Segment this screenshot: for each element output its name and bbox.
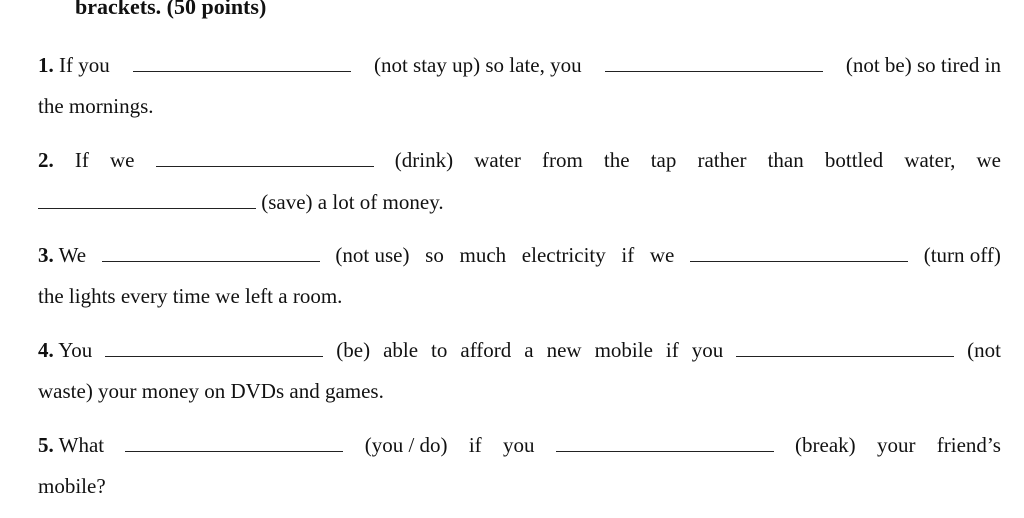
question-word: We: [58, 243, 87, 267]
question-word: What: [58, 433, 105, 457]
question-word: you: [502, 433, 535, 457]
question-number: 5.: [38, 433, 54, 457]
answer-blank[interactable]: [555, 431, 774, 452]
question-text: mobile?: [38, 474, 106, 498]
question-2-line-1: 2. If we (drink) water from the tap rath…: [38, 145, 1001, 175]
question-word: (drink): [394, 148, 454, 172]
question-text: (save) a lot of money.: [261, 190, 444, 214]
question-word: able: [383, 338, 419, 362]
question-word: to: [431, 338, 448, 362]
answer-blank[interactable]: [105, 336, 324, 357]
question-1-line-1: 1. If you (not stay up) so late, you (no…: [38, 50, 1001, 80]
answer-blank[interactable]: [690, 241, 909, 262]
question-word: (not use): [335, 243, 410, 267]
question-4-line-1: 4. You (be) able to afford a new mobile …: [38, 335, 1001, 365]
question-5-line-2: mobile?: [38, 471, 1001, 501]
question-word: from: [541, 148, 583, 172]
question-text: (not be) so tired in: [845, 53, 1001, 77]
question-word: your: [876, 433, 916, 457]
answer-blank[interactable]: [132, 51, 351, 72]
question-word: if: [468, 433, 482, 457]
question-1-segment: 1. If you: [38, 50, 110, 80]
question-4-line-2: waste) your money on DVDs and games.: [38, 376, 1001, 406]
question-word: if: [665, 338, 679, 362]
question-word: you: [691, 338, 724, 362]
answer-blank[interactable]: [736, 336, 955, 357]
question-word: friend’s: [936, 433, 1001, 457]
answer-blank[interactable]: [38, 188, 256, 209]
question-word: (you / do): [364, 433, 448, 457]
question-number: 4.: [38, 338, 54, 362]
question-word: we: [110, 148, 135, 172]
question-word: we: [649, 243, 675, 267]
question-word: a: [524, 338, 534, 362]
question-number: 1.: [38, 53, 54, 77]
question-word: bottled: [824, 148, 884, 172]
question-word: new: [546, 338, 582, 362]
instructions-heading: brackets. (50 points): [75, 0, 267, 19]
question-5-line-1: 5. What (you / do) if you (break) your f…: [38, 430, 1001, 460]
question-word: than: [767, 148, 804, 172]
question-word: water: [474, 148, 521, 172]
question-word: You: [58, 338, 93, 362]
question-word: much: [459, 243, 507, 267]
answer-blank[interactable]: [125, 431, 344, 452]
question-text: the mornings.: [38, 94, 154, 118]
question-text: (not stay up) so late, you: [373, 53, 582, 77]
question-word: (break): [795, 433, 856, 457]
question-word: afford: [460, 338, 512, 362]
question-word: if: [621, 243, 635, 267]
answer-blank[interactable]: [155, 146, 374, 167]
question-3-segment: 3. We: [38, 240, 86, 270]
question-word: the: [603, 148, 630, 172]
answer-blank[interactable]: [101, 241, 320, 262]
answer-blank[interactable]: [604, 51, 823, 72]
question-text: waste) your money on DVDs and games.: [38, 379, 384, 403]
question-3-line-1: 3. We (not use) so much electricity if w…: [38, 240, 1001, 270]
question-word: water,: [904, 148, 956, 172]
question-word: we: [976, 148, 1001, 172]
question-word: mobile: [594, 338, 653, 362]
question-number: 3.: [38, 243, 54, 267]
question-1-line-2: the mornings.: [38, 91, 1001, 121]
question-word: (turn off): [923, 243, 1001, 267]
question-word: electricity: [521, 243, 606, 267]
question-word: tap: [650, 148, 677, 172]
question-word: If: [74, 148, 89, 172]
question-4-segment: 4. You: [38, 335, 92, 365]
question-5-segment: 5. What: [38, 430, 104, 460]
question-2-line-2: (save) a lot of money.: [38, 187, 1001, 217]
question-word: so: [425, 243, 444, 267]
question-word: rather: [697, 148, 747, 172]
question-word: (not: [967, 338, 1001, 362]
question-word: (be): [336, 338, 371, 362]
question-text: the lights every time we left a room.: [38, 284, 343, 308]
question-3-line-2: the lights every time we left a room.: [38, 281, 1001, 311]
question-number: 2.: [38, 148, 54, 172]
question-text: If you: [59, 53, 110, 77]
